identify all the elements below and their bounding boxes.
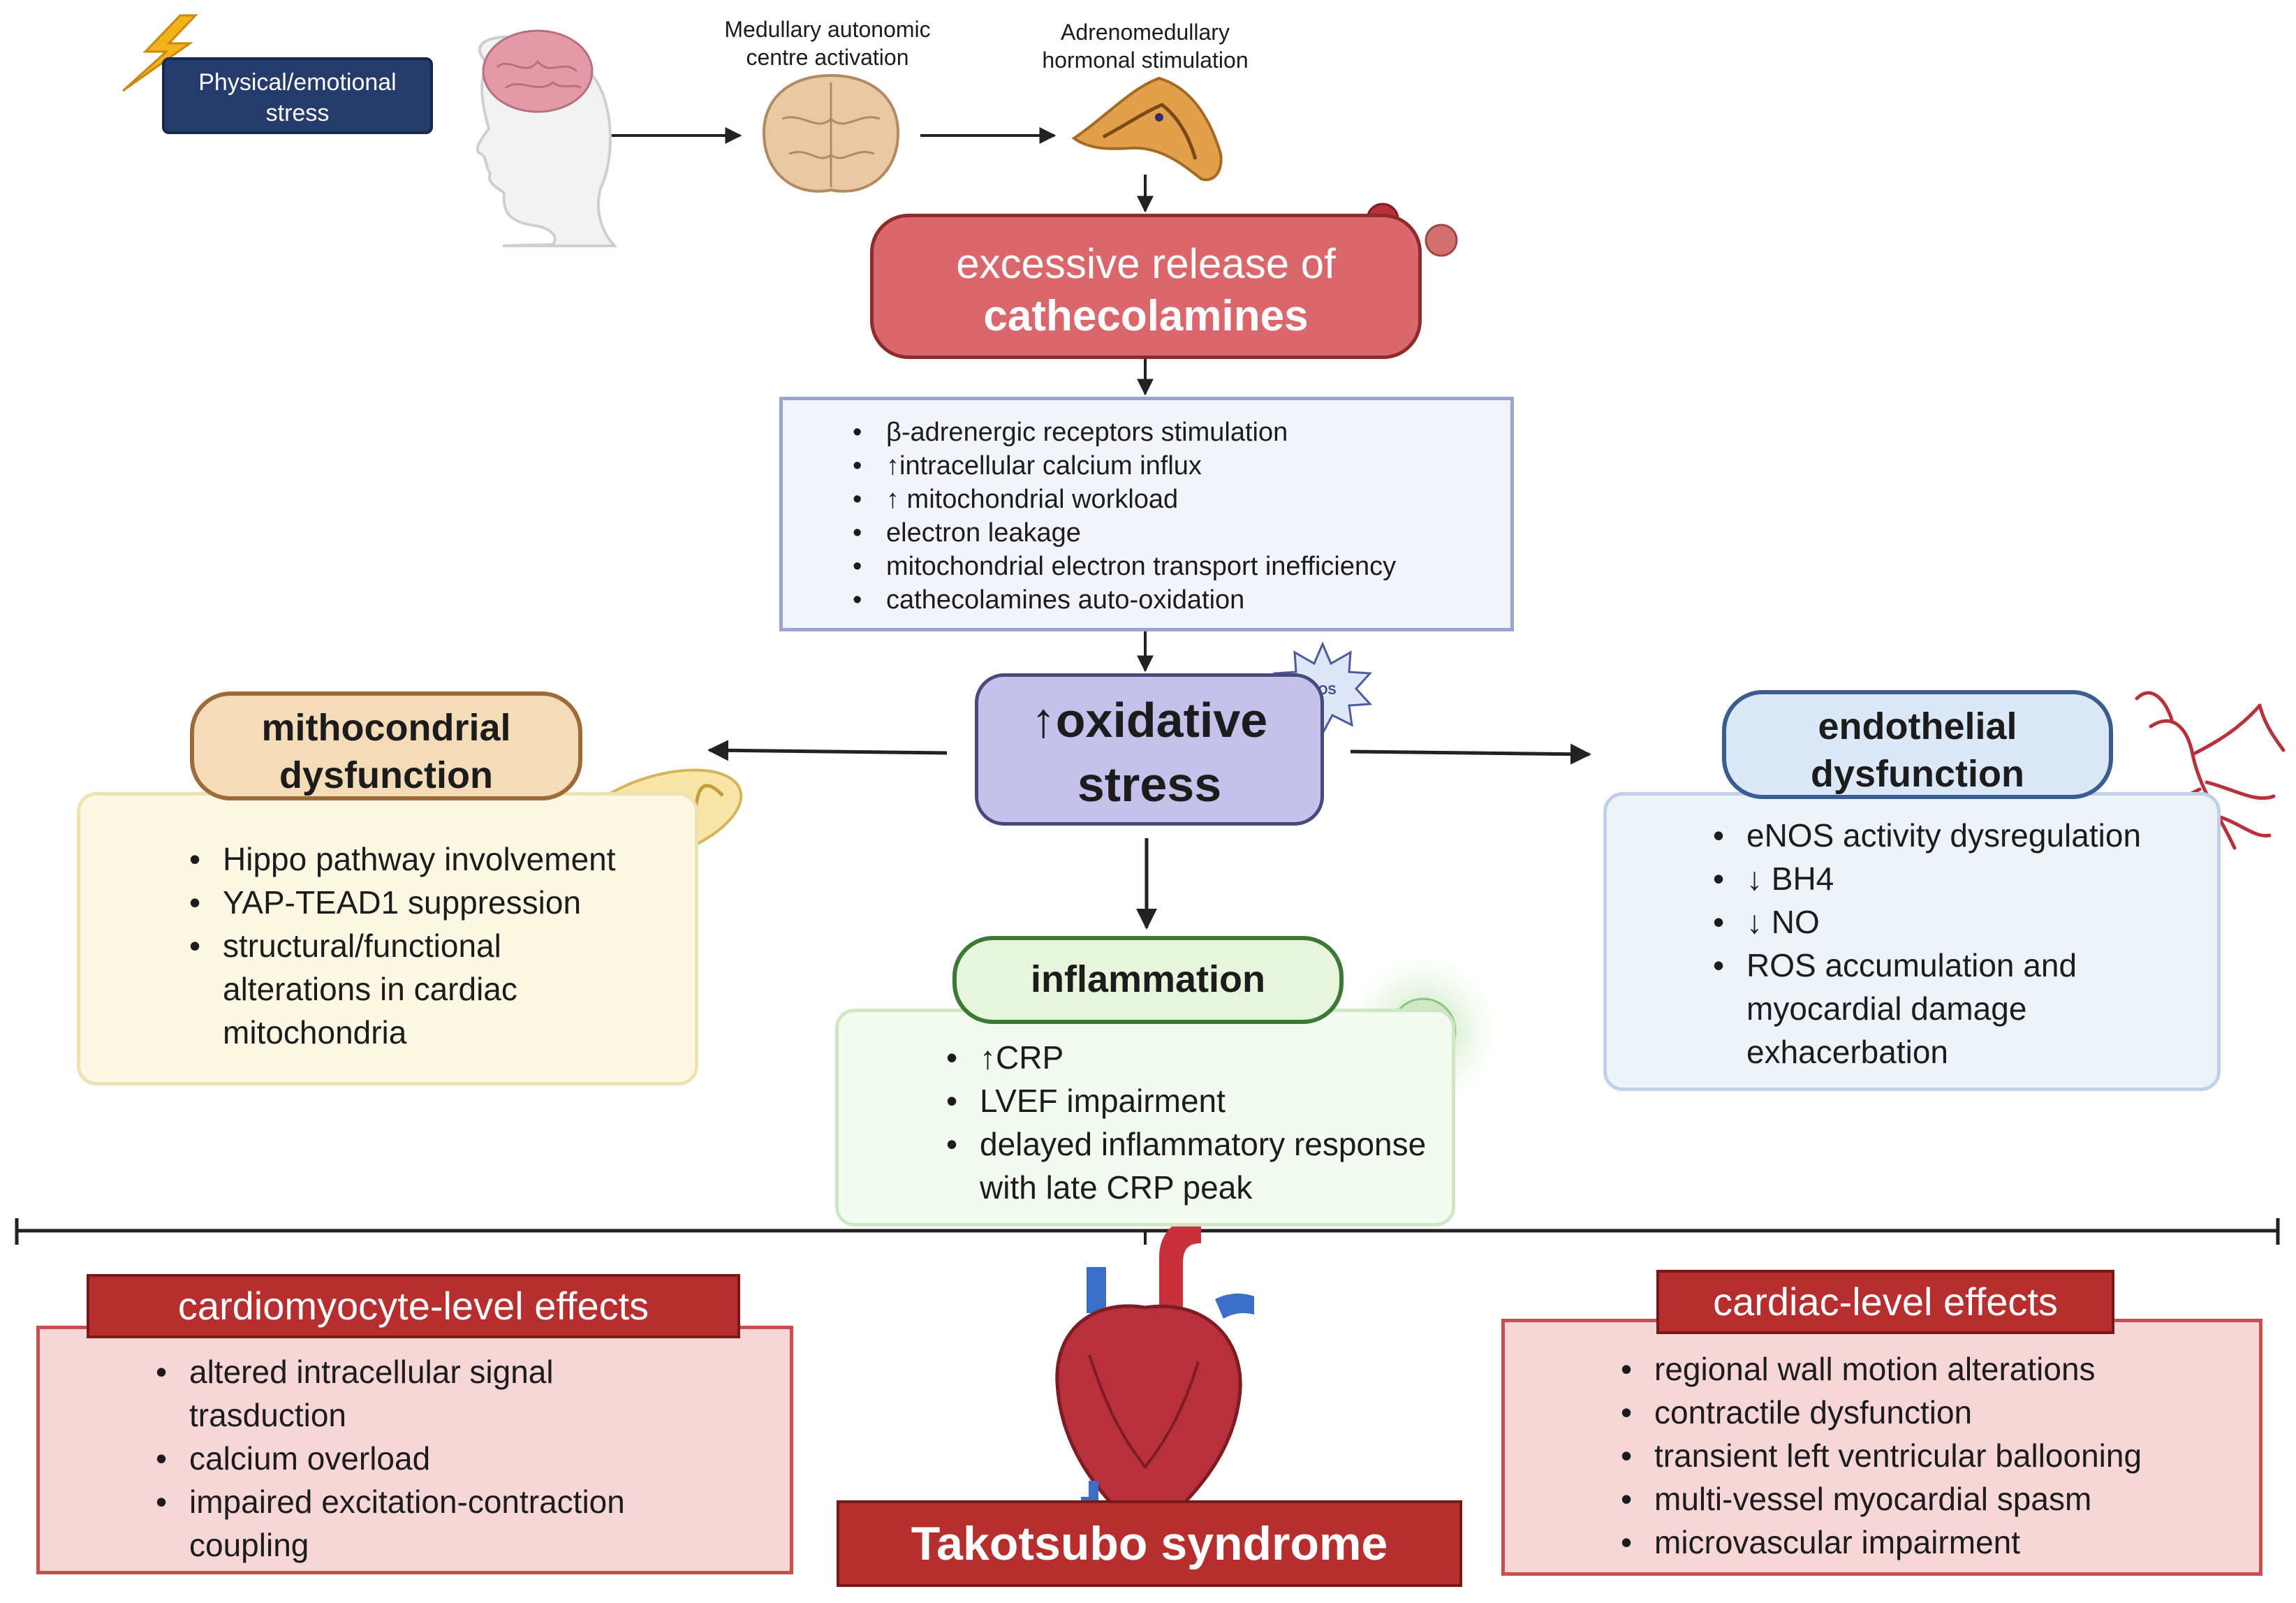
cardiomyocyte-panel: altered intracellular signal trasduction… — [36, 1326, 793, 1574]
catecholamine-line1: excessive release of — [956, 240, 1336, 287]
mechanisms-list: β-adrenergic receptors stimulation ↑intr… — [853, 416, 1510, 617]
list-item: ↑CRP — [946, 1036, 1452, 1079]
medullary-label-line2: centre activation — [746, 45, 909, 70]
list-item: β-adrenergic receptors stimulation — [853, 416, 1510, 449]
oxidative-line1: ↑oxidative — [1031, 693, 1268, 747]
heart-icon — [1055, 1217, 1254, 1539]
endothelial-list: eNOS activity dysregulation ↓ BH4 ↓ NO R… — [1713, 814, 2217, 1074]
adrenomedullary-label: Adrenomedullary hormonal stimulation — [1006, 18, 1285, 74]
adrenomedullary-label-line2: hormonal stimulation — [1042, 47, 1249, 73]
catecholamine-line2: cathecolamines — [983, 292, 1309, 340]
inflammation-title: inflammation — [952, 936, 1344, 1024]
head-brain-icon — [476, 29, 618, 247]
list-item: transient left ventricular ballooning — [1621, 1434, 2259, 1477]
inflammation-list: ↑CRP LVEF impairment delayed inflammator… — [946, 1036, 1452, 1209]
arrow-oxidative-to-mitochondrial — [707, 740, 948, 761]
cardiomyocyte-list: altered intracellular signal trasduction… — [156, 1350, 790, 1567]
list-item: multi-vessel myocardial spasm — [1621, 1477, 2259, 1521]
medulla-icon — [762, 73, 900, 193]
mitochondrial-title: mithocondrial dysfunction — [190, 691, 582, 800]
list-item: cathecolamines auto-oxidation — [853, 583, 1510, 617]
mechanisms-box: β-adrenergic receptors stimulation ↑intr… — [779, 397, 1514, 631]
stress-label-line2: stress — [265, 100, 330, 126]
catecholamine-release-box: excessive release of cathecolamines — [870, 214, 1422, 359]
list-item: contractile dysfunction — [1621, 1391, 2259, 1434]
list-item: altered intracellular signal trasduction — [156, 1350, 622, 1437]
endothelial-title-line1: endothelial — [1818, 705, 2017, 747]
mitochondrial-list: Hippo pathway involvement YAP-TEAD1 supp… — [189, 837, 695, 1054]
endothelial-title: endothelial dysfunction — [1722, 690, 2113, 799]
list-item: microvascular impairment — [1621, 1521, 2259, 1564]
mitochondrial-panel: Hippo pathway involvement YAP-TEAD1 supp… — [77, 792, 698, 1085]
list-item: regional wall motion alterations — [1621, 1347, 2259, 1391]
arrow-oxidative-to-endothelial — [1350, 743, 1591, 765]
list-item: calcium overload — [156, 1437, 790, 1480]
list-item: electron leakage — [853, 516, 1510, 550]
list-item: Hippo pathway involvement — [189, 837, 695, 881]
list-item: YAP-TEAD1 suppression — [189, 881, 695, 924]
list-item: LVEF impairment — [946, 1079, 1452, 1122]
cardiomyocyte-title: cardiomyocyte-level effects — [87, 1274, 740, 1338]
medullary-label-line1: Medullary autonomic — [724, 17, 931, 42]
stress-badge: Physical/emotional stress — [162, 57, 433, 134]
stress-label-line1: Physical/emotional — [198, 69, 397, 96]
list-item: mitochondrial electron transport ineffic… — [853, 550, 1510, 583]
medullary-label: Medullary autonomic centre activation — [663, 15, 992, 71]
list-item: ROS accumulation and myocardial damage e… — [1713, 944, 2137, 1074]
endothelial-title-line2: dysfunction — [1811, 753, 2024, 795]
list-item: ↑ mitochondrial workload — [853, 483, 1510, 516]
list-item: eNOS activity dysregulation — [1713, 814, 2217, 857]
list-item: delayed inflammatory response with late … — [946, 1122, 1455, 1209]
cardiac-list: regional wall motion alterations contrac… — [1621, 1347, 2259, 1564]
oxidative-line2: stress — [1077, 757, 1222, 812]
list-item: impaired excitation-contraction coupling — [156, 1480, 720, 1567]
oxidative-stress-box: ↑oxidative stress — [975, 673, 1324, 826]
mitochondrial-title-line1: mithocondrial — [261, 707, 511, 749]
list-item: ↓ BH4 — [1713, 857, 2217, 900]
takotsubo-banner: Takotsubo syndrome — [837, 1500, 1462, 1587]
cardiac-title: cardiac-level effects — [1656, 1270, 2114, 1334]
lightning-icon — [122, 14, 198, 92]
adrenal-gland-icon — [1071, 76, 1223, 182]
endothelial-panel: eNOS activity dysregulation ↓ BH4 ↓ NO R… — [1603, 792, 2221, 1091]
list-item: structural/functional alterations in car… — [189, 924, 614, 1054]
inflammation-panel: ↑CRP LVEF impairment delayed inflammator… — [835, 1009, 1455, 1227]
list-item: ↑intracellular calcium influx — [853, 449, 1510, 483]
mitochondrial-title-line2: dysfunction — [279, 754, 493, 796]
adrenomedullary-label-line1: Adrenomedullary — [1061, 20, 1230, 45]
cardiac-panel: regional wall motion alterations contrac… — [1501, 1319, 2262, 1576]
list-item: ↓ NO — [1713, 900, 2217, 944]
